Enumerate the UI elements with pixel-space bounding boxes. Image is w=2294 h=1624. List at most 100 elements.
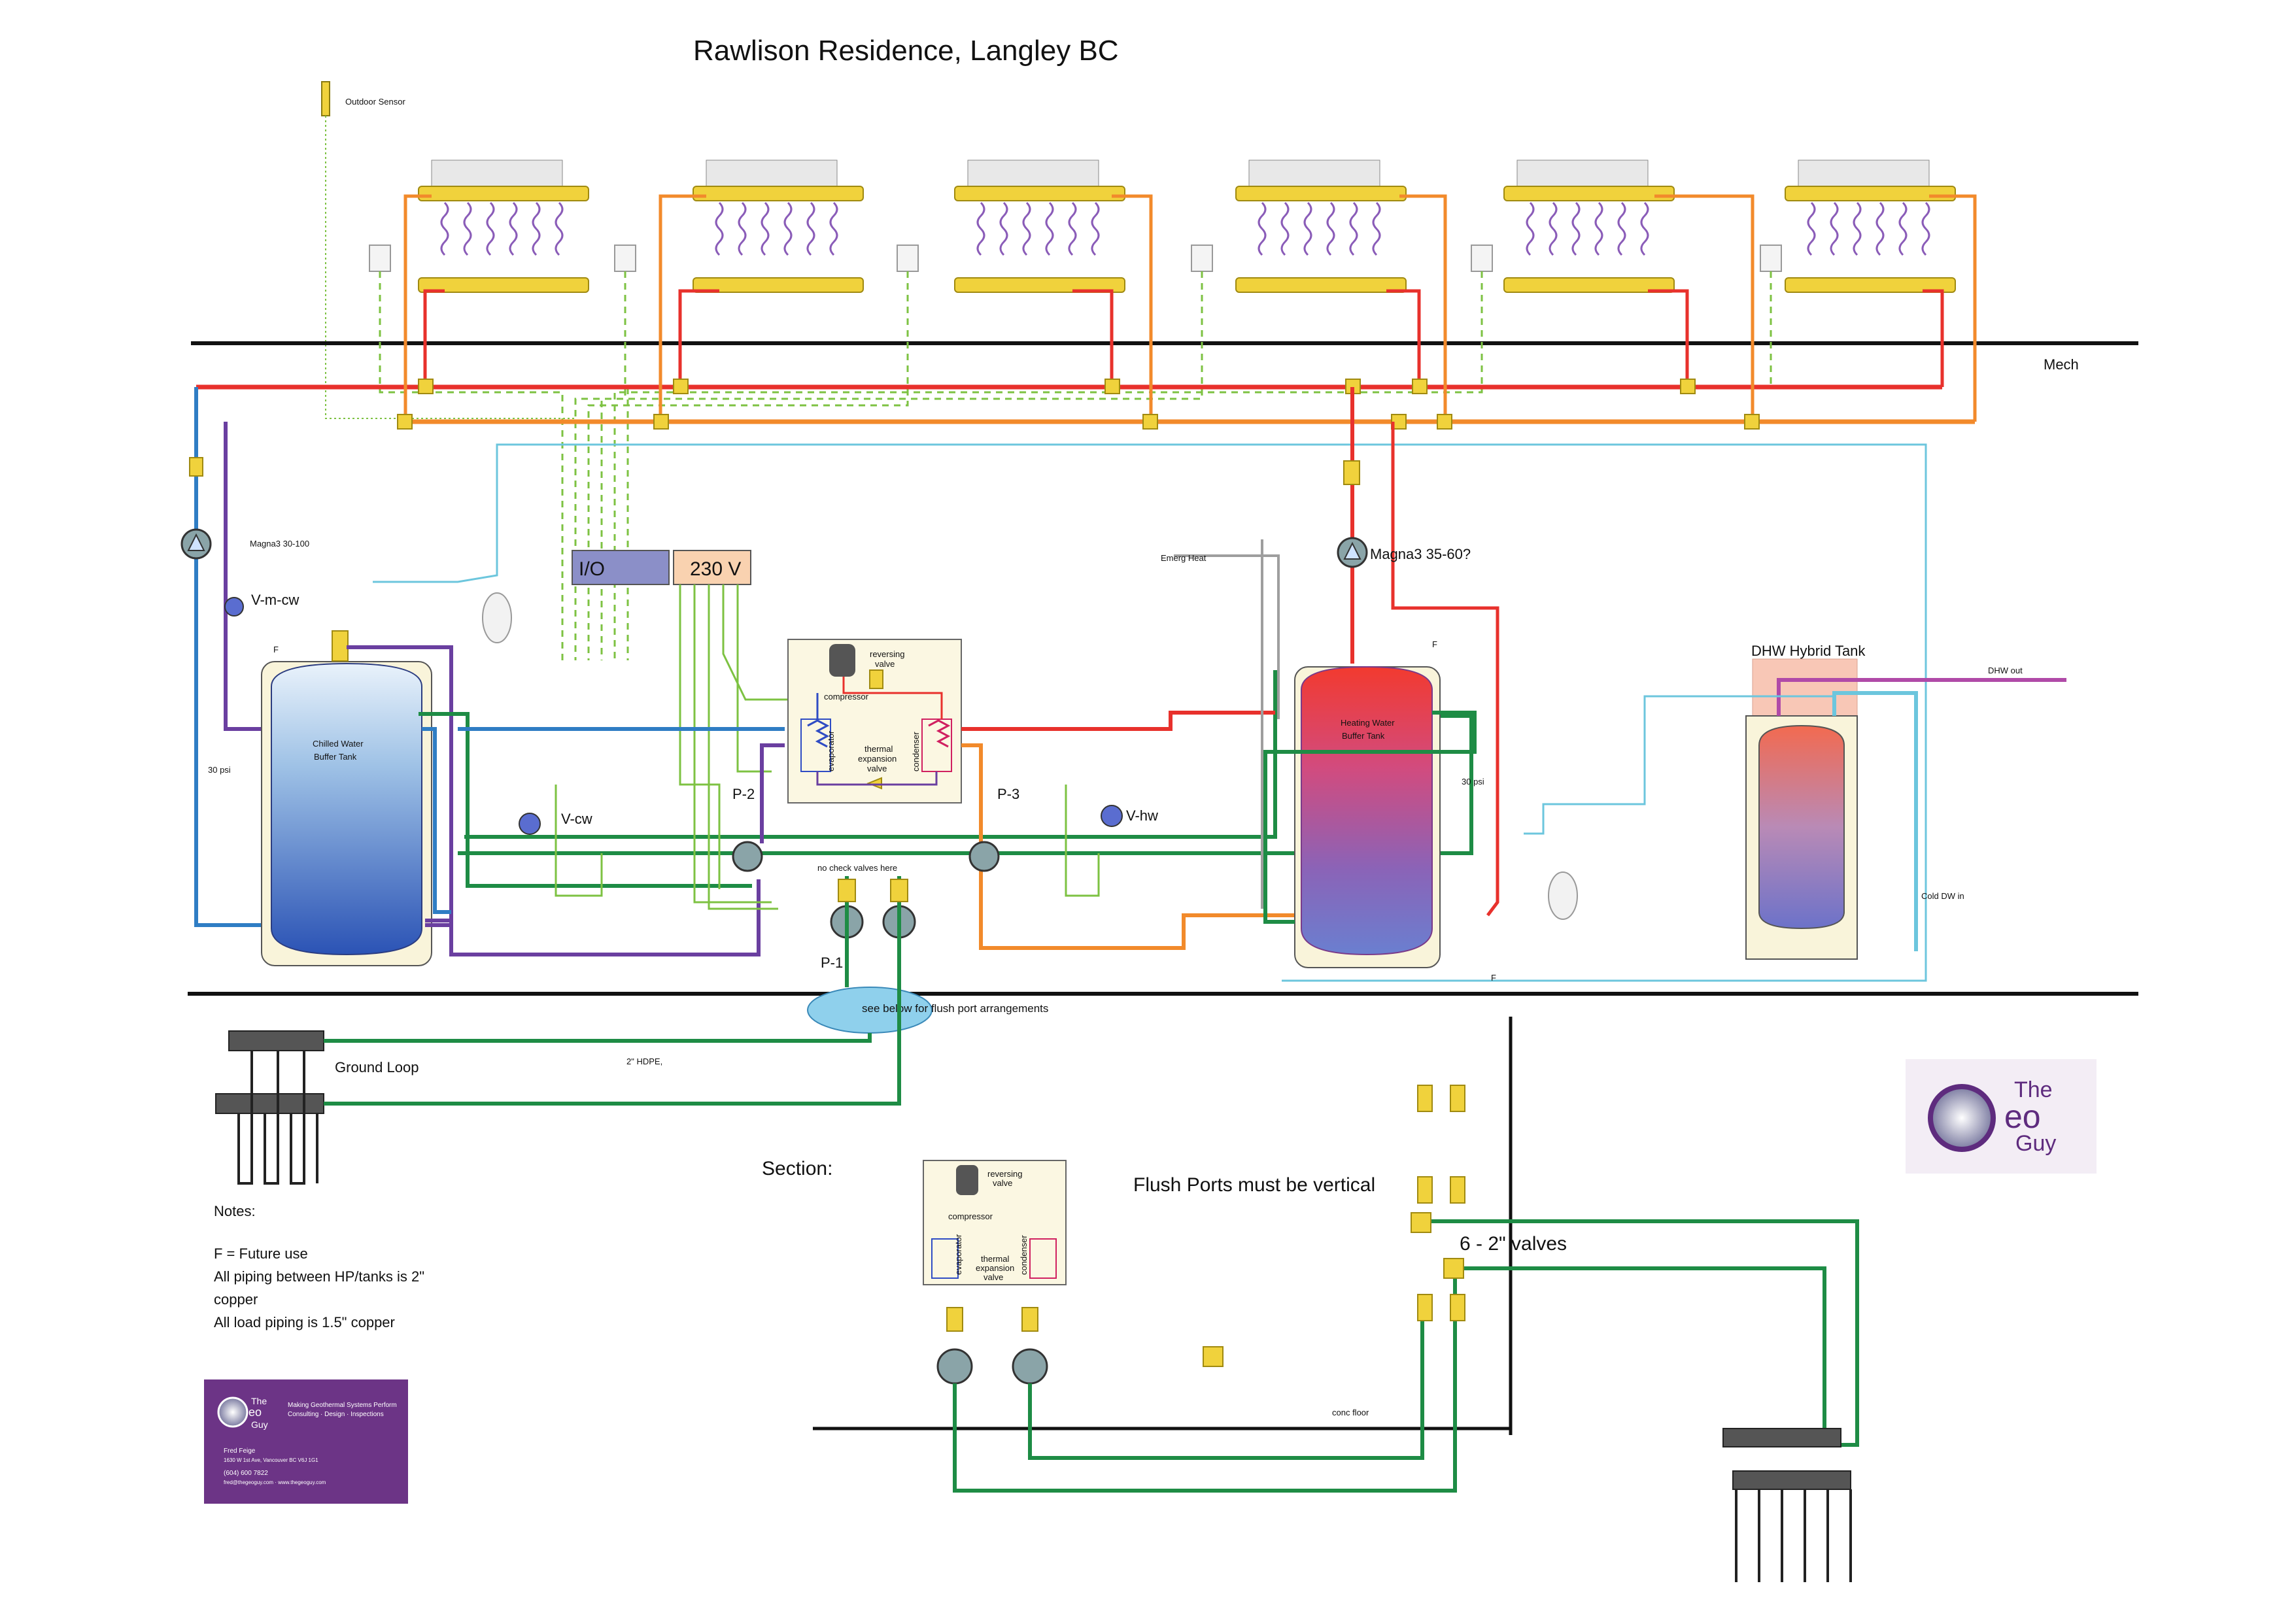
- f-label-right: F: [1432, 639, 1437, 649]
- section-thermal-2: expansion: [976, 1263, 1014, 1273]
- v-cw-actuator-icon: [519, 813, 541, 835]
- thermostat-icon: [614, 245, 636, 272]
- reversing-valve-label-2: valve: [875, 659, 895, 669]
- condenser-label: condenser: [911, 732, 921, 771]
- card-the: The: [251, 1396, 267, 1406]
- p3-label: P-3: [997, 786, 1019, 802]
- v-hw-actuator-icon: [1101, 805, 1123, 827]
- ground-loop-label: Ground Loop: [335, 1059, 419, 1075]
- chilled-tank-label-1: Chilled Water: [313, 739, 364, 749]
- magna-left-label: Magna3 30-100: [250, 539, 309, 549]
- card-address: 1630 W 1st Ave, Vancouver BC V6J 1G1: [224, 1457, 318, 1463]
- manifold-4: [1235, 160, 1407, 293]
- dhw-tank-label: DHW Hybrid Tank: [1751, 643, 1866, 659]
- reversing-valve-icon: [869, 669, 883, 689]
- section-strainer-icon: [1203, 1346, 1224, 1367]
- section-heat-pump: [923, 1160, 1067, 1285]
- thermostat-icon: [897, 245, 919, 272]
- dhw-out-label: DHW out: [1988, 666, 2023, 675]
- no-check-valves-label: no check valves here: [817, 863, 897, 873]
- section-ground-manifold-top: [1722, 1428, 1841, 1447]
- power-label: 230 V: [690, 558, 741, 580]
- section-compressor-label: compressor: [948, 1211, 993, 1221]
- see-below-label: see below for flush port arrangements: [862, 1002, 1048, 1015]
- manifold-1: [418, 160, 589, 293]
- notes-line-4: All load piping is 1.5" copper: [214, 1314, 395, 1330]
- notes-line-2: All piping between HP/tanks is 2": [214, 1268, 424, 1285]
- thermal-exp-label-1: thermal: [865, 744, 893, 754]
- logo-eo: eo: [2004, 1098, 2041, 1135]
- v-m-cw-label: V-m-cw: [251, 592, 299, 608]
- f-label-bottom: F: [1491, 973, 1496, 983]
- thermal-exp-label-3: valve: [867, 764, 887, 773]
- thermostat-icon: [1191, 245, 1213, 272]
- six-valves-label: 6 - 2" valves: [1460, 1233, 1567, 1255]
- compressor-label: compressor: [824, 692, 869, 702]
- pump-p2-icon: [732, 841, 763, 872]
- heating-water-buffer-tank: [1301, 666, 1433, 956]
- valve-actuator-icon: [224, 597, 244, 617]
- dhw-hybrid-tank: [1758, 724, 1845, 930]
- evaporator-label: evaporator: [826, 730, 836, 771]
- section-label: Section:: [762, 1158, 832, 1179]
- thermal-exp-label-2: expansion: [858, 754, 897, 764]
- power-box: [673, 550, 751, 585]
- expansion-tank-right: [1548, 871, 1578, 920]
- io-box: [572, 550, 670, 585]
- logo-circle-icon: [1928, 1084, 1996, 1152]
- mech-label: Mech: [2044, 356, 2079, 373]
- section-thermal-1: thermal: [981, 1254, 1009, 1264]
- section-evaporator-label: evaporator: [953, 1234, 963, 1275]
- p1-label: P-1: [821, 955, 843, 971]
- section-pump-left-icon: [936, 1348, 973, 1385]
- emerg-heat-label: Emerg Heat: [1161, 553, 1207, 563]
- notes-line-1: F = Future use: [214, 1245, 308, 1262]
- reversing-valve-label-1: reversing: [870, 649, 904, 659]
- card-eo: eo: [248, 1406, 262, 1419]
- business-card: The eo Guy Making Geothermal Systems Per…: [204, 1379, 408, 1504]
- thermostat-icon: [1760, 245, 1782, 272]
- diagram-title: Rawlison Residence, Langley BC: [693, 35, 1119, 67]
- section-condenser-label: condenser: [1019, 1235, 1029, 1275]
- flush-port-valves: [1411, 1085, 1465, 1321]
- section-ground-manifold-bottom: [1732, 1470, 1851, 1490]
- expansion-valve-icon: [866, 777, 882, 790]
- pump-p3-icon: [968, 841, 1000, 872]
- io-label: I/O: [579, 558, 605, 580]
- chilled-water-buffer-tank: [271, 662, 422, 956]
- compressor-icon: [829, 644, 855, 677]
- outdoor-sensor-icon: [321, 81, 330, 116]
- logo-the: The: [2014, 1077, 2053, 1102]
- card-phone: (604) 600 7822: [224, 1470, 268, 1477]
- manifold-2: [693, 160, 864, 293]
- ground-manifold-bottom: [215, 1093, 324, 1114]
- outdoor-sensor-label: Outdoor Sensor: [345, 97, 405, 107]
- manifold-3: [954, 160, 1125, 293]
- logo-guy: Guy: [2015, 1131, 2056, 1156]
- geo-guy-logo: The eo Guy: [1906, 1059, 2097, 1174]
- dhw-tank-top: [1752, 658, 1858, 719]
- evaporator-icon: [800, 719, 831, 772]
- v-cw-label: V-cw: [561, 811, 592, 827]
- card-tagline-2: Consulting · Design · Inspections: [288, 1411, 384, 1418]
- section-evaporator-icon: [931, 1238, 959, 1279]
- flush-ports-label: Flush Ports must be vertical: [1133, 1174, 1375, 1196]
- conc-floor-label: conc floor: [1332, 1408, 1369, 1417]
- thermostat-icon: [1471, 245, 1493, 272]
- notes-heading: Notes:: [214, 1203, 256, 1219]
- card-logo-icon: [217, 1396, 248, 1428]
- hdpe-label: 2" HDPE,: [626, 1057, 662, 1066]
- manifold-6: [1785, 160, 1956, 293]
- heating-tank-label-1: Heating Water: [1341, 718, 1395, 728]
- card-tagline-1: Making Geothermal Systems Perform: [288, 1402, 397, 1409]
- heating-tank-label-2: Buffer Tank: [1342, 731, 1385, 741]
- radiant-manifolds: [418, 160, 1956, 293]
- section-pump-right-icon: [1012, 1348, 1048, 1385]
- notes-line-3: copper: [214, 1291, 258, 1308]
- section-thermal-3: valve: [984, 1272, 1003, 1282]
- magna-right-label: Magna3 35-60?: [1370, 546, 1471, 562]
- thermostats: [369, 245, 1782, 272]
- card-name: Fred Feige: [224, 1447, 256, 1455]
